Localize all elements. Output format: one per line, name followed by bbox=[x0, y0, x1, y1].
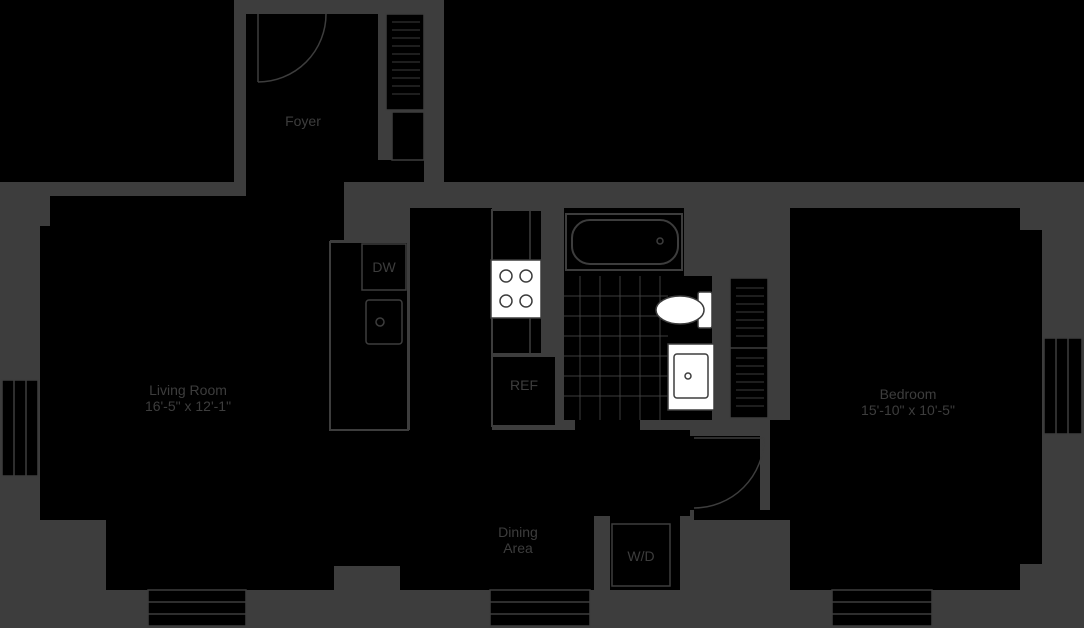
bedroom-door-swing-icon bbox=[693, 437, 765, 509]
bedroom-space bbox=[694, 208, 1042, 590]
kitchen-sink-icon bbox=[365, 299, 403, 345]
dishwasher-label: DW bbox=[372, 259, 396, 275]
living-room-dimensions: 16'-5" x 12'-1" bbox=[145, 398, 231, 414]
dishwasher-box bbox=[361, 243, 407, 291]
bathtub-icon bbox=[565, 213, 683, 271]
refrigerator-label: REF bbox=[510, 377, 538, 393]
bathroom-tile-grid bbox=[564, 276, 668, 420]
bedroom-closet-shelving-icon bbox=[729, 277, 769, 419]
window-icon bbox=[1, 379, 39, 477]
window-icon-east bbox=[1043, 337, 1083, 435]
foyer-space bbox=[246, 14, 424, 200]
dining-area-label-line1: Dining bbox=[498, 524, 538, 540]
bathroom-sink-icon bbox=[667, 343, 715, 411]
stove-icon bbox=[490, 259, 542, 319]
door-swing-icon bbox=[257, 13, 327, 83]
kitchen-island bbox=[329, 241, 409, 431]
foyer-closet-shelving-icon bbox=[385, 13, 425, 161]
dining-area-label-line2: Area bbox=[503, 540, 533, 556]
washer-dryer-box bbox=[611, 523, 671, 587]
window-icon-south-3 bbox=[831, 589, 933, 627]
living-room-label: Living Room bbox=[149, 382, 227, 398]
kitchen-space bbox=[410, 208, 492, 430]
foyer-label: Foyer bbox=[285, 113, 321, 129]
bedroom-dimensions: 15'-10" x 10'-5" bbox=[861, 402, 955, 418]
refrigerator-box bbox=[491, 355, 557, 427]
toilet-icon bbox=[655, 291, 713, 329]
kitchen-counter bbox=[490, 209, 557, 427]
washer-dryer-label: W/D bbox=[627, 548, 654, 564]
window-icon-south-1 bbox=[147, 589, 247, 627]
living-dining-space bbox=[40, 182, 760, 590]
window-icon-south-2 bbox=[489, 589, 591, 627]
bedroom-label: Bedroom bbox=[880, 386, 937, 402]
wall-top-right bbox=[440, 190, 1084, 210]
